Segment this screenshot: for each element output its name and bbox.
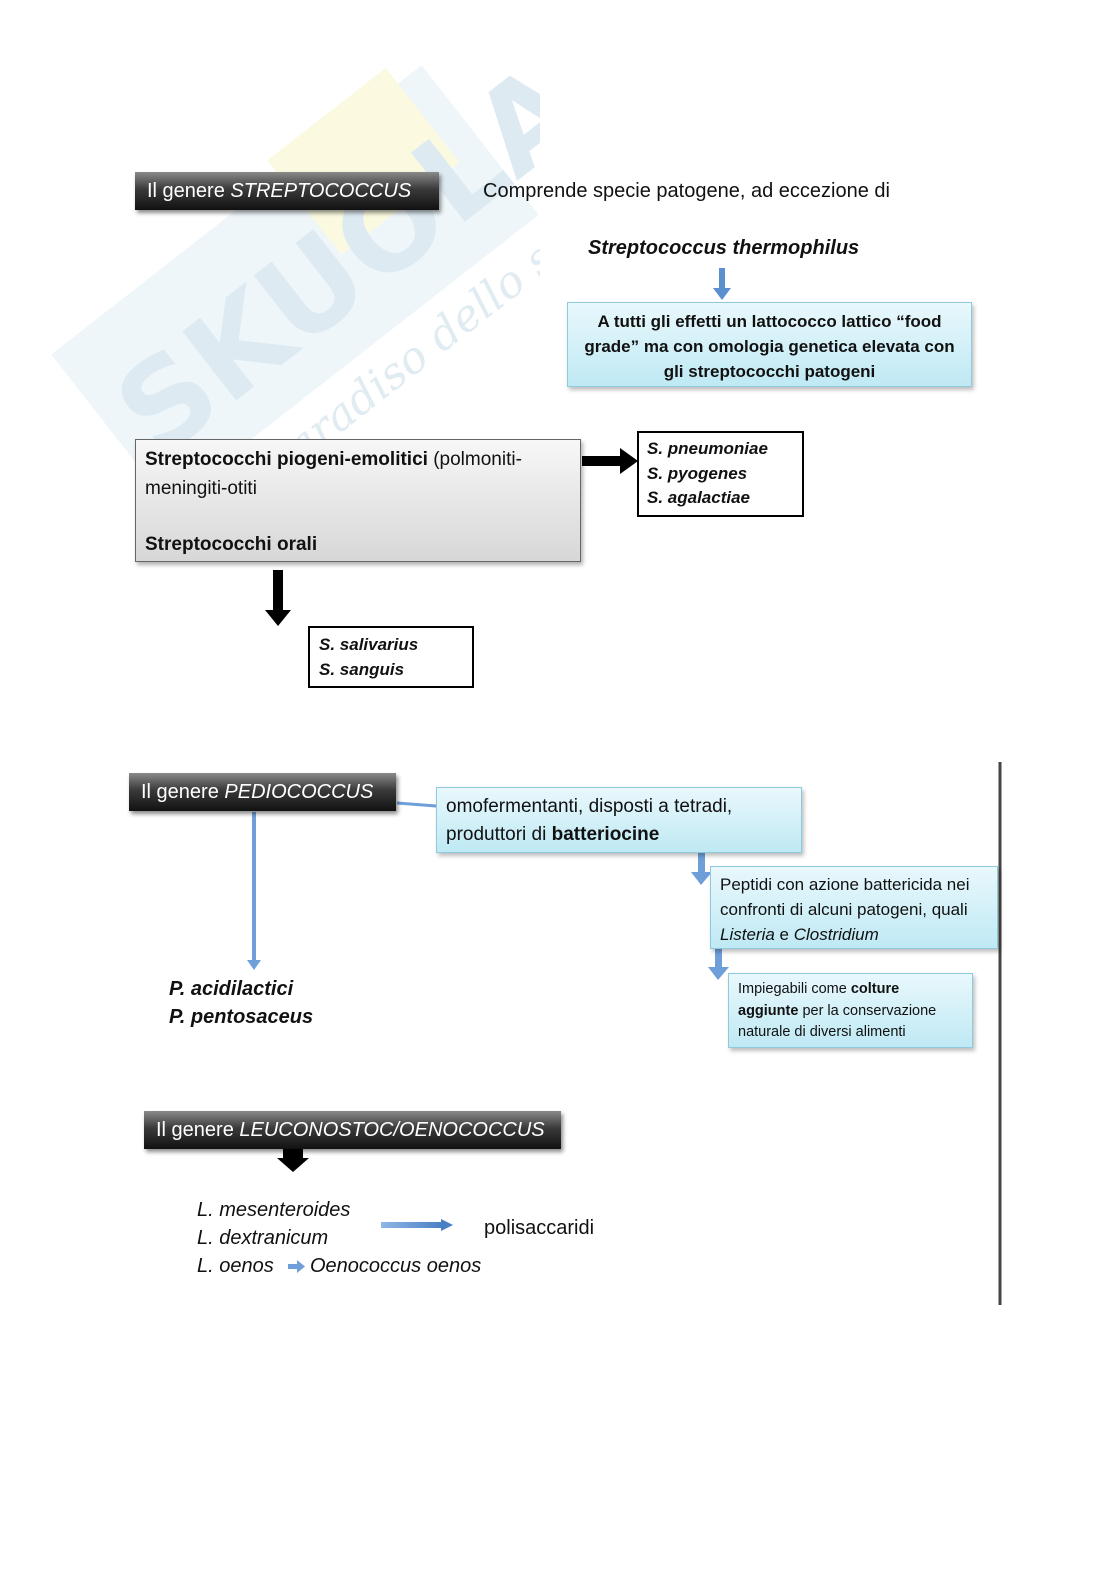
bacteriocin-genus-listeria: Listeria (720, 925, 775, 944)
streptococcus-groups-box: Streptococchi piogeni-emolitici (polmoni… (135, 439, 581, 562)
use-bold: colture aggiunte (738, 981, 900, 1019)
leuconostoc-genus-header: Il genere LEUCONOSTOC/OENOCOCCUS (144, 1111, 561, 1149)
bacteriocin-genus-clostridium: Clostridium (793, 925, 879, 944)
header-genus: PEDIOCOCCUS (224, 781, 374, 803)
pediococcus-species-list: P. acidilactici P. pentosaceus (169, 975, 313, 1031)
pyogenic-species-box: S. pneumoniae S. pyogenes S. agalactiae (637, 431, 804, 517)
species-item: L. oenos (197, 1255, 274, 1277)
bacteriocin-description-box: Peptidi con azione battericida nei confr… (710, 866, 998, 949)
arrow-right-pyogenic (582, 448, 638, 474)
connector-pediococcus-traits (396, 801, 437, 808)
species-item: S. salivarius (319, 635, 419, 654)
arrow-right-oenococcus (288, 1260, 305, 1273)
header-genus: LEUCONOSTOC/OENOCOCCUS (239, 1119, 545, 1141)
group-oral-label: Streptococchi orali (145, 534, 318, 555)
food-grade-note-box: A tutti gli effetti un lattococco lattic… (567, 302, 972, 387)
header-prefix: Il genere (156, 1119, 240, 1141)
group-pyogenic: Streptococchi piogeni-emolitici (polmoni… (145, 445, 571, 503)
arrow-down-leuconostoc (277, 1148, 309, 1172)
species-item: S. agalactiae (647, 488, 751, 507)
arrow-down-oral (265, 570, 291, 626)
streptococcus-genus-header: Il genere STREPTOCOCCUS (135, 172, 439, 210)
traits-bold: batteriocine (551, 824, 660, 845)
species-item: S. pyogenes (647, 463, 748, 483)
streptococcus-description: Comprende specie patogene, ad eccezione … (483, 180, 890, 202)
arrow-down-pediococcus-species (247, 812, 261, 970)
bacteriocin-and: e (774, 925, 794, 944)
group-pyogenic-label: Streptococchi piogeni-emolitici (145, 449, 428, 470)
species-item: L. dextranicum (197, 1227, 329, 1249)
arrow-down-thermophilus (713, 268, 731, 300)
group-pyogenic-diseases: (polmoniti-meningiti-otiti (145, 449, 522, 499)
species-item: S. pneumoniae (647, 439, 768, 458)
bacteriocin-text: Peptidi con azione battericida nei confr… (720, 875, 970, 919)
species-item: S. sanguis (319, 660, 405, 679)
species-item: L. mesenteroides (197, 1199, 351, 1221)
polisaccaridi-label: polisaccaridi (484, 1217, 595, 1239)
species-item: P. acidilactici (169, 978, 294, 1000)
arrow-down-bacteriocine (691, 853, 712, 885)
arrow-right-polisaccaridi (381, 1219, 453, 1231)
culture-use-box: Impiegabili come colture aggiunte per la… (728, 973, 973, 1048)
oenococcus-oenos-label: Oenococcus oenos (310, 1255, 482, 1277)
use-text-2: per la conservazione naturale di diversi… (738, 1002, 937, 1041)
arrow-down-uses (708, 948, 729, 980)
header-prefix: Il genere (147, 180, 231, 202)
species-item: P. pentosaceus (169, 1006, 314, 1028)
header-genus: STREPTOCOCCUS (230, 180, 412, 202)
pediococcus-genus-header: Il genere PEDIOCOCCUS (129, 773, 396, 811)
pediococcus-traits-box: omofermentanti, disposti a tetradi, prod… (436, 787, 802, 853)
streptococcus-thermophilus-label: Streptococcus thermophilus (588, 237, 860, 259)
food-grade-note-text: A tutti gli effetti un lattococco lattic… (584, 312, 955, 381)
header-prefix: Il genere (141, 781, 225, 803)
leuconostoc-species-list: L. mesenteroides L. dextranicum L. oenos (197, 1196, 350, 1280)
traits-text: omofermentanti, disposti a tetradi, prod… (446, 796, 733, 845)
oral-species-box: S. salivarius S. sanguis (308, 626, 474, 688)
use-text-1: Impiegabili come (738, 981, 851, 997)
